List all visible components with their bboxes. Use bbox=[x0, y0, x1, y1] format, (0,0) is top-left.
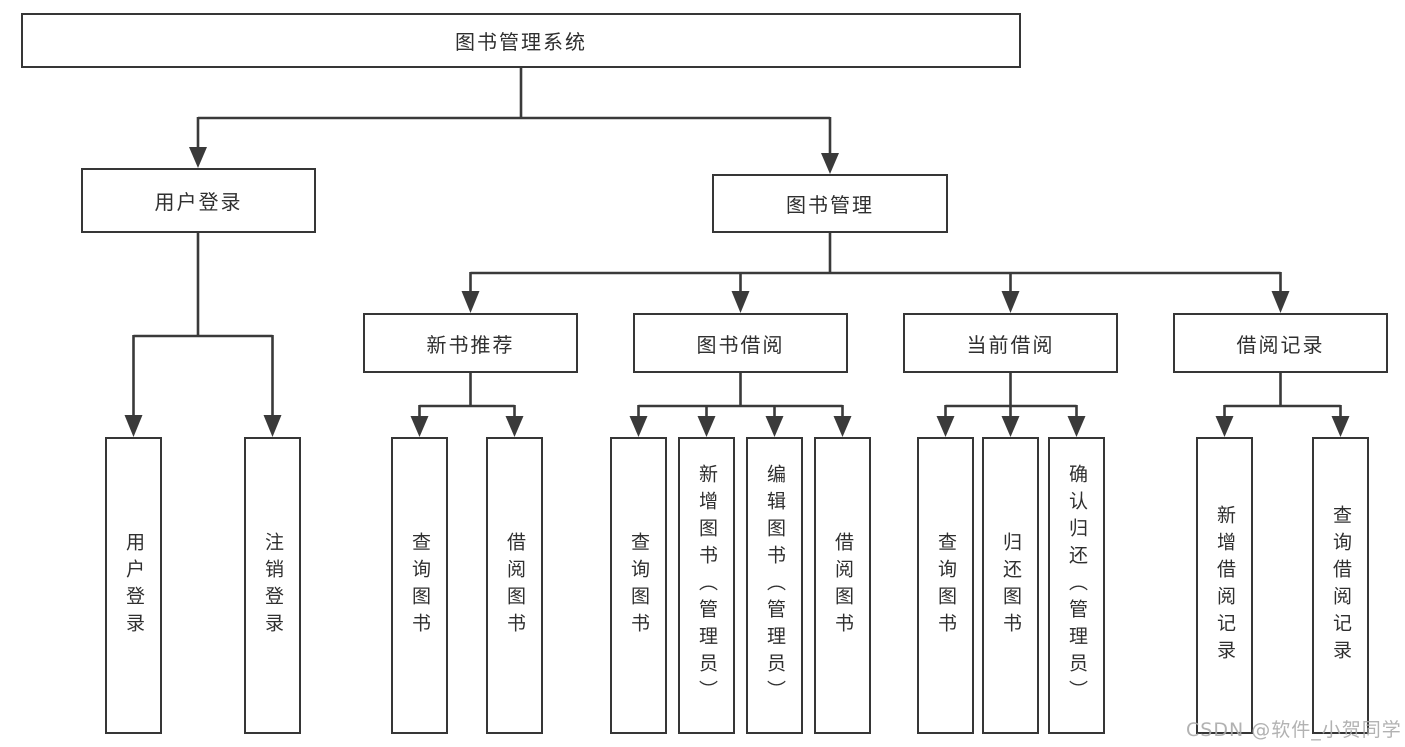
node-user-login: 用户登录 bbox=[81, 168, 316, 233]
node-book-management: 图书管理 bbox=[712, 174, 948, 233]
arrowhead bbox=[1001, 416, 1020, 437]
arrowhead bbox=[629, 416, 648, 437]
node-current-borrow: 当前借阅 bbox=[903, 313, 1118, 373]
leaf-query-books-2: 查询图书 bbox=[610, 437, 667, 734]
arrowhead bbox=[765, 416, 784, 437]
arrowhead bbox=[461, 291, 480, 313]
leaf-label: 借阅图书 bbox=[504, 531, 526, 640]
leaf-label: 查询图书 bbox=[935, 531, 957, 640]
leaf-confirm-return-admin: 确认归还（管理员） bbox=[1048, 437, 1105, 734]
leaf-label: 新增图书（管理员） bbox=[696, 464, 718, 707]
node-new-book-recommend: 新书推荐 bbox=[363, 313, 578, 373]
node-borrow-records: 借阅记录 bbox=[1173, 313, 1388, 373]
arrowhead bbox=[821, 153, 839, 174]
csdn-watermark: CSDN @软件_小贺同学 bbox=[1186, 719, 1402, 741]
leaf-return-books: 归还图书 bbox=[982, 437, 1039, 734]
leaf-query-books-3: 查询图书 bbox=[917, 437, 974, 734]
node-root: 图书管理系统 bbox=[21, 13, 1021, 68]
leaf-label: 注销登录 bbox=[262, 531, 284, 640]
arrowhead bbox=[1331, 416, 1350, 437]
leaf-label: 查询图书 bbox=[409, 531, 431, 640]
arrowhead bbox=[189, 147, 207, 168]
leaf-label: 新增借阅记录 bbox=[1214, 504, 1236, 667]
leaf-edit-books-admin: 编辑图书（管理员） bbox=[746, 437, 803, 734]
leaf-user-login: 用户登录 bbox=[105, 437, 162, 734]
leaf-label: 借阅图书 bbox=[832, 531, 854, 640]
arrowhead bbox=[263, 415, 282, 437]
arrowhead bbox=[833, 416, 852, 437]
leaf-label: 归还图书 bbox=[1000, 531, 1022, 640]
leaf-borrow-books-2: 借阅图书 bbox=[814, 437, 871, 734]
leaf-query-books-1: 查询图书 bbox=[391, 437, 448, 734]
arrowhead bbox=[1001, 291, 1020, 313]
arrowhead bbox=[936, 416, 955, 437]
arrowhead bbox=[1271, 291, 1290, 313]
leaf-label: 查询图书 bbox=[628, 531, 650, 640]
leaf-label: 用户登录 bbox=[123, 531, 145, 640]
leaf-label: 确认归还（管理员） bbox=[1066, 464, 1088, 707]
arrowhead bbox=[1215, 416, 1234, 437]
leaf-label: 查询借阅记录 bbox=[1330, 504, 1352, 667]
leaf-label: 编辑图书（管理员） bbox=[764, 464, 786, 707]
leaf-query-borrow-record: 查询借阅记录 bbox=[1312, 437, 1369, 734]
arrowhead bbox=[505, 416, 524, 437]
arrowhead bbox=[124, 415, 143, 437]
arrowhead bbox=[697, 416, 716, 437]
leaf-borrow-books-1: 借阅图书 bbox=[486, 437, 543, 734]
leaf-add-borrow-record: 新增借阅记录 bbox=[1196, 437, 1253, 734]
arrowhead bbox=[731, 291, 750, 313]
leaf-add-books-admin: 新增图书（管理员） bbox=[678, 437, 735, 734]
arrowhead bbox=[410, 416, 429, 437]
node-book-borrow: 图书借阅 bbox=[633, 313, 848, 373]
leaf-logout: 注销登录 bbox=[244, 437, 301, 734]
arrowhead bbox=[1067, 416, 1086, 437]
